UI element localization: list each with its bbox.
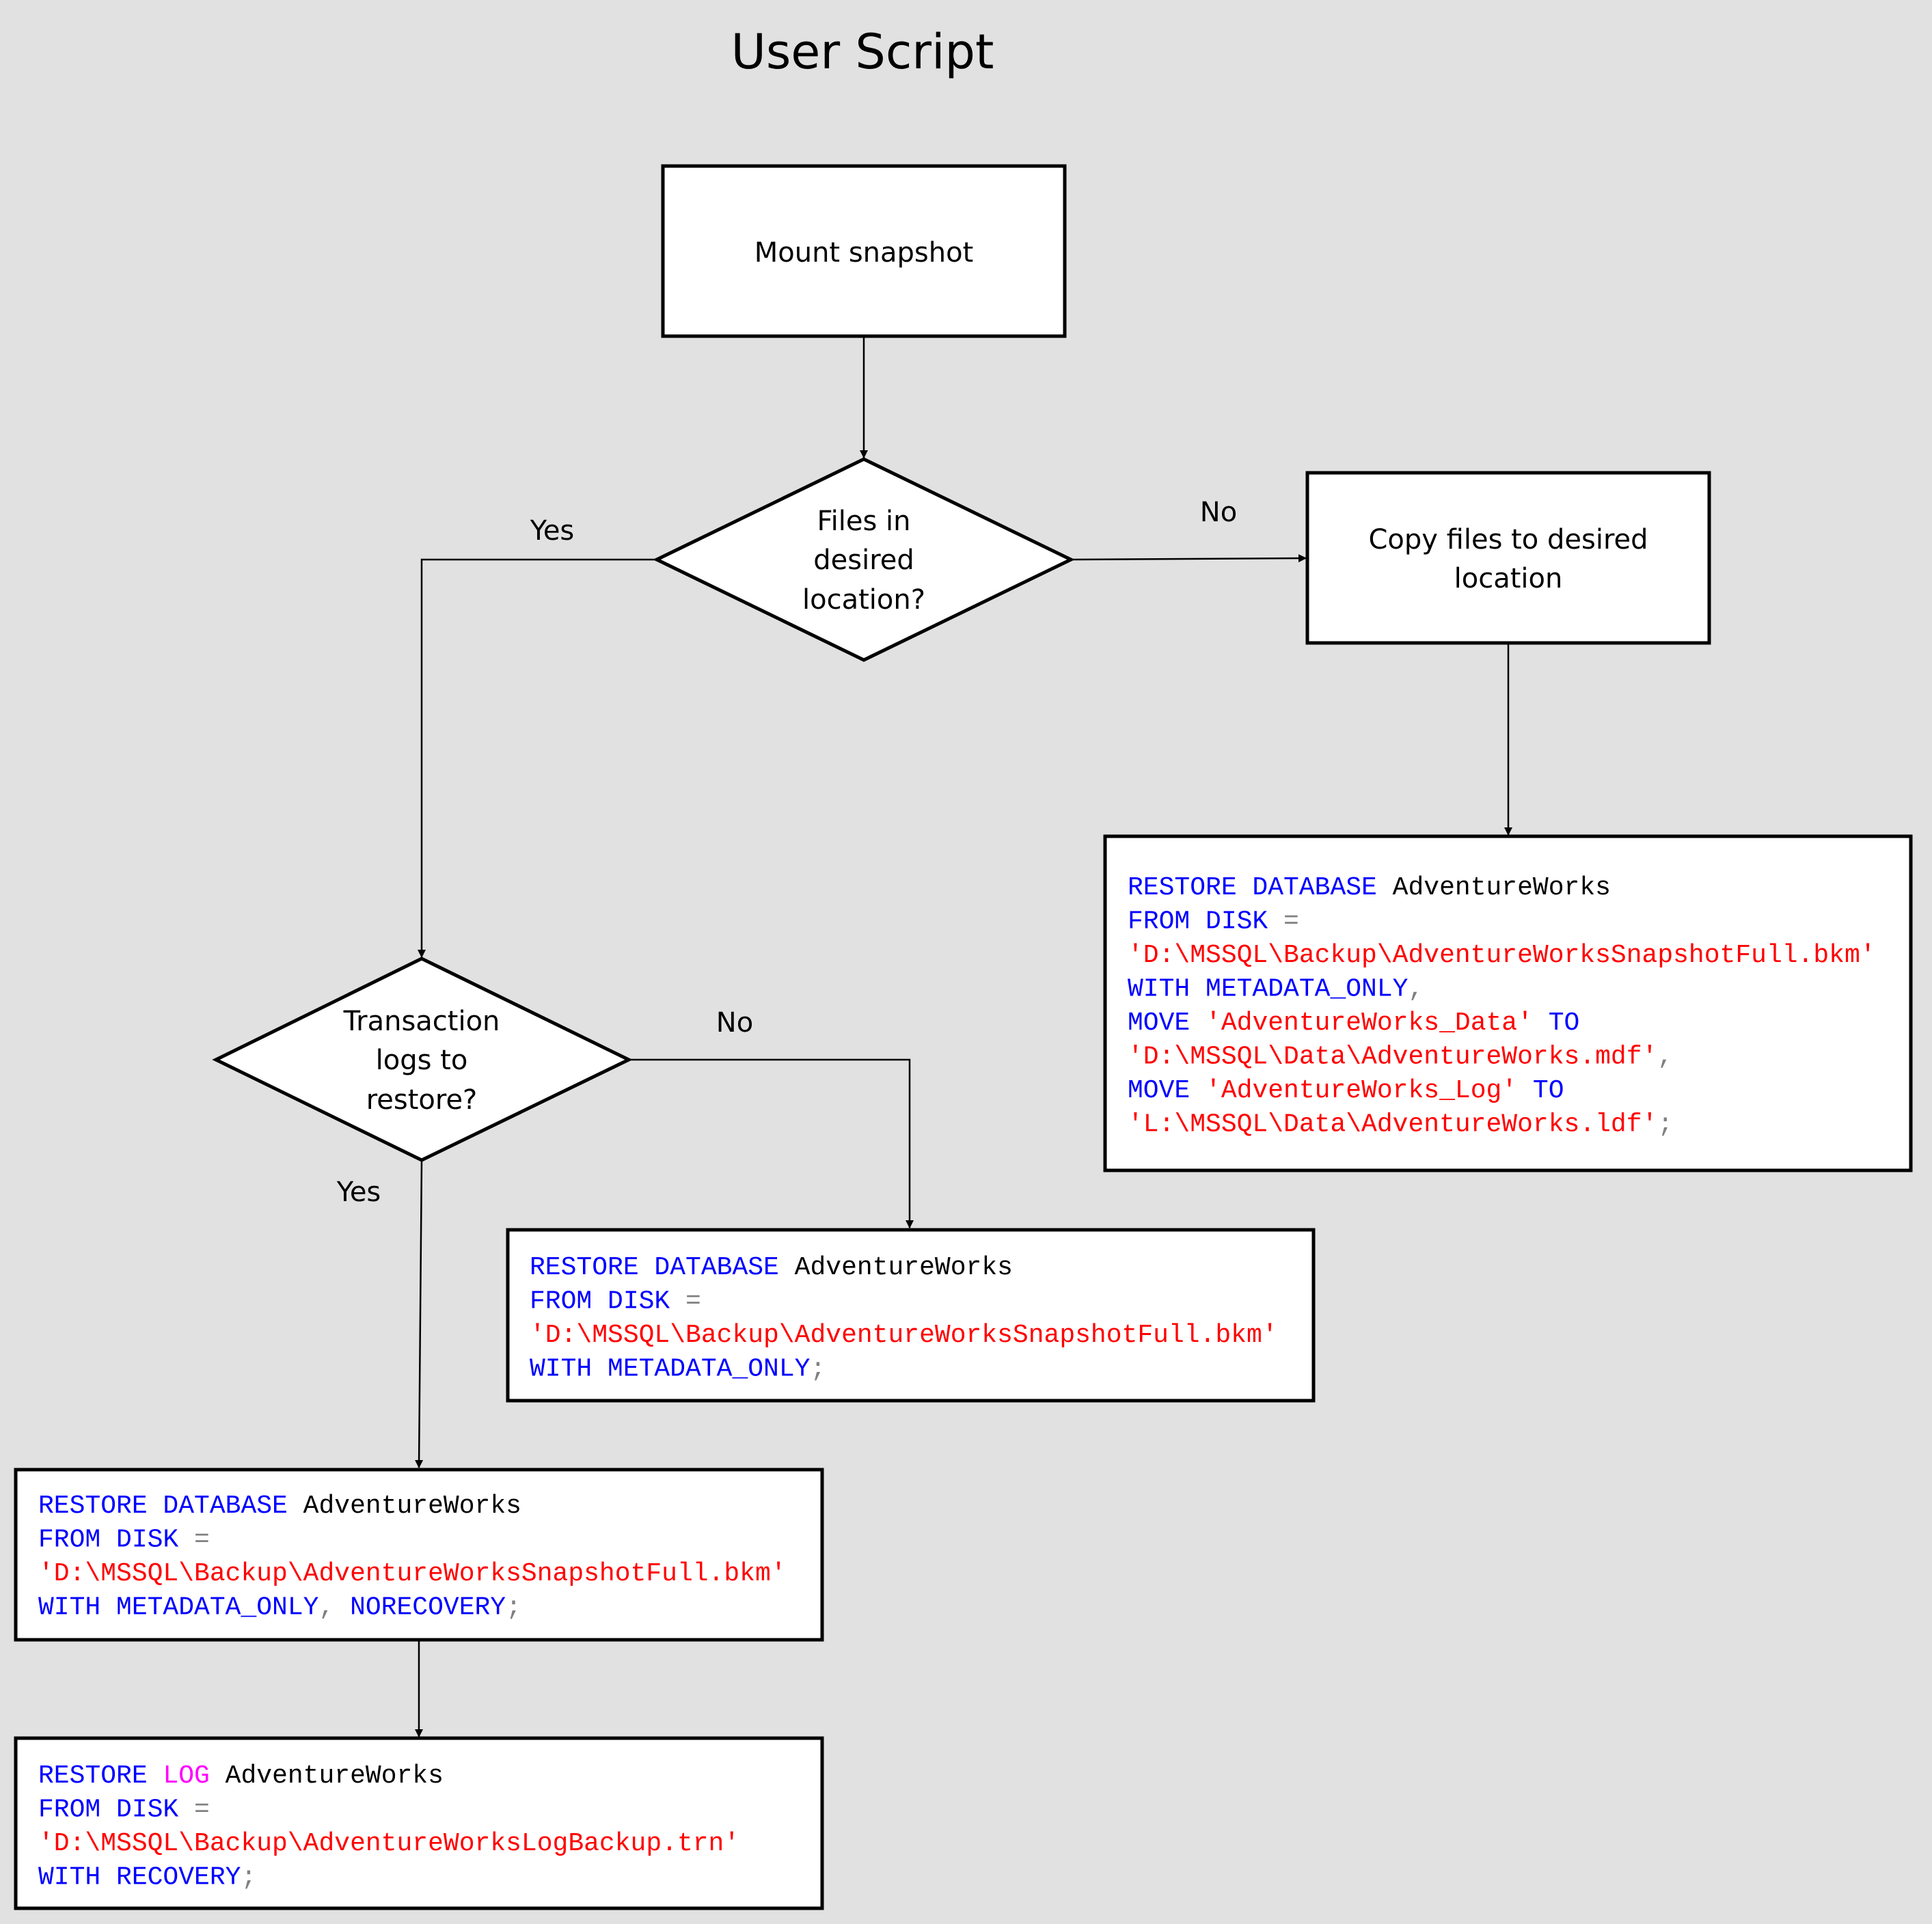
decision-label-line: logs to (376, 1045, 468, 1076)
code-token-keyword: WITH METADATA_ONLY (38, 1593, 319, 1623)
code-token-keyword: WITH METADATA_ONLY (1128, 975, 1409, 1004)
code-token-string: 'D:\MSSQL\Backup\AdventureWorksSnapshotF… (38, 1559, 787, 1589)
code-token-operator: ; (506, 1593, 521, 1623)
code-token-operator: = (685, 1287, 701, 1317)
code-token-operator: = (194, 1526, 210, 1555)
code-token-keyword: RESTORE DATABASE (530, 1253, 795, 1282)
node-label-line: Copy files to desired (1368, 524, 1648, 555)
edge-logs-yes (415, 1159, 424, 1468)
code-token-keyword: RESTORE DATABASE (38, 1492, 303, 1521)
node-mount-snapshot: Mount snapshot (661, 164, 1067, 338)
code-token-string: 'AdventureWorks_Data' (1206, 1008, 1533, 1038)
decision-label-line: Files in (817, 506, 911, 537)
edge-files-no (1070, 554, 1307, 563)
code-token-string: 'D:\MSSQL\Backup\AdventureWorksLogBackup… (38, 1829, 739, 1858)
decision-label-line: desired (813, 545, 914, 576)
code-token-operator: , (318, 1593, 350, 1623)
code-token-keyword: TO (1517, 1076, 1564, 1105)
code-token-operator: = (194, 1796, 210, 1825)
diagram-title: User Script (731, 24, 994, 80)
edge-files-yes (418, 558, 657, 958)
code-token-function: LOG (163, 1761, 225, 1791)
node-copy-files: Copy files to desired location (1305, 471, 1711, 645)
edge-label-files-no: No (1200, 497, 1237, 528)
code-token-operator: , (1408, 975, 1424, 1004)
code-token-keyword: MOVE (1128, 1076, 1206, 1105)
code-token-operator: ; (1657, 1110, 1673, 1140)
code-token-identifier: AdventureWorks (226, 1761, 444, 1791)
code-token-operator: ; (810, 1355, 826, 1384)
code-token-identifier: AdventureWorks (1393, 873, 1611, 903)
code-token-keyword: RESTORE (38, 1761, 163, 1791)
decision-transaction-logs: Transaction logs to restore? (212, 957, 633, 1162)
edge-label-files-yes: Yes (530, 515, 575, 547)
code-token-string: 'D:\MSSQL\Backup\AdventureWorksSnapshotF… (1128, 941, 1876, 970)
code-token-keyword: MOVE (1128, 1008, 1206, 1038)
code-token-keyword: FROM DISK (38, 1796, 194, 1825)
code-token-keyword: RESTORE DATABASE (1128, 873, 1393, 903)
code-token-identifier: AdventureWorks (303, 1492, 521, 1521)
code-token-keyword: WITH RECOVERY (38, 1863, 241, 1893)
decision-label-line: restore? (366, 1084, 478, 1116)
code-token-string: 'D:\MSSQL\Backup\AdventureWorksSnapshotF… (530, 1321, 1278, 1350)
node-label: Mount snapshot (754, 237, 974, 269)
decision-label-line: Transaction (343, 1006, 500, 1037)
edge-label-logs-yes: Yes (336, 1177, 381, 1208)
decision-label-line: location? (802, 584, 925, 616)
code-token-string: 'D:\MSSQL\Data\AdventureWorks.mdf' (1128, 1043, 1657, 1072)
code-token-keyword: FROM DISK (38, 1526, 194, 1555)
edge-label-logs-no: No (716, 1007, 753, 1039)
code-token-string: 'L:\MSSQL\Data\AdventureWorks.ldf' (1128, 1110, 1657, 1140)
edges (415, 336, 1512, 1737)
decision-files-location: Files in desired location? (653, 457, 1075, 662)
code-token-operator: , (1657, 1043, 1673, 1072)
node-label-line: location (1454, 563, 1563, 594)
code-token-keyword: FROM DISK (530, 1287, 685, 1317)
code-token-string: 'AdventureWorks_Log' (1206, 1076, 1517, 1105)
code-token-operator: = (1283, 907, 1299, 937)
code-token-keyword: FROM DISK (1128, 907, 1283, 937)
code-token-operator: ; (241, 1863, 256, 1893)
code-token-keyword: NORECOVERY (350, 1593, 506, 1623)
code-token-keyword: TO (1533, 1008, 1579, 1038)
edge-logs-no (629, 1058, 914, 1228)
code-token-keyword: WITH METADATA_ONLY (530, 1355, 811, 1384)
code-token-identifier: AdventureWorks (795, 1253, 1013, 1282)
